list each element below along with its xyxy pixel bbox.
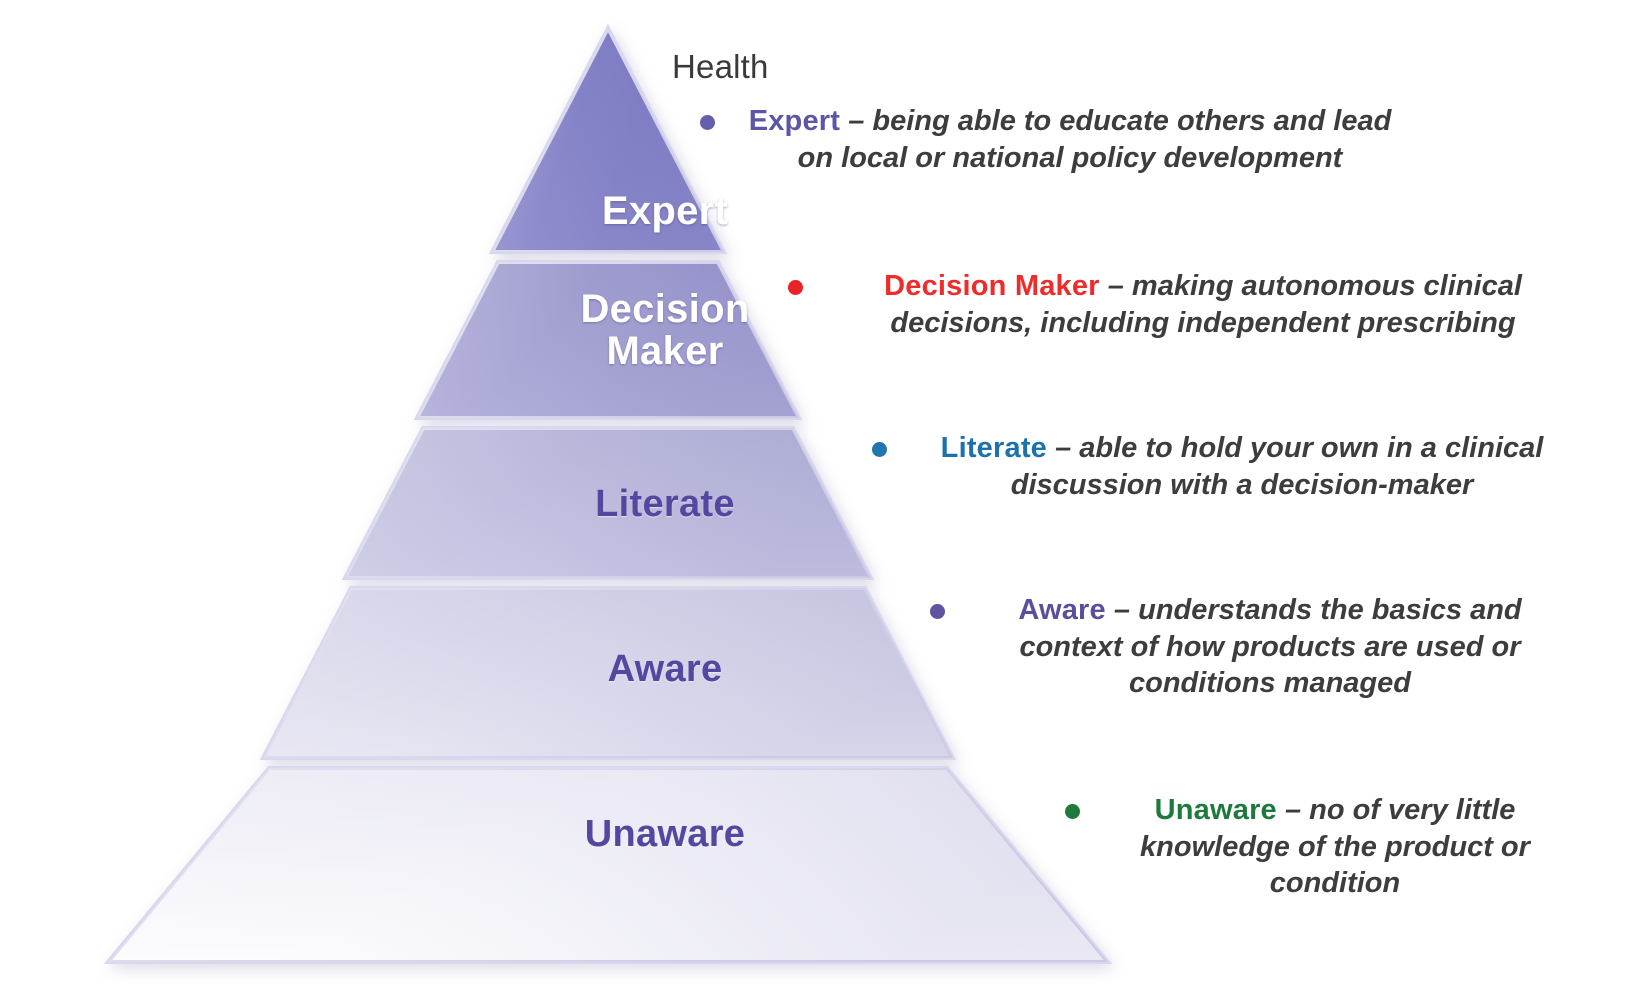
bullet-icon-decision-maker bbox=[788, 280, 803, 295]
note-expert-dash: – bbox=[840, 105, 873, 137]
pyramid-tier-expert bbox=[488, 23, 728, 254]
note-expert-desc: being able to educate others and lead on… bbox=[797, 105, 1392, 174]
note-expert-term: Expert bbox=[748, 105, 841, 137]
note-unaware-term: Unaware bbox=[1154, 794, 1277, 826]
pyramid-tier-unaware bbox=[103, 766, 1113, 964]
note-literate-body: Literate – able to hold your own in a cl… bbox=[912, 430, 1572, 503]
note-unaware-dash: – bbox=[1276, 794, 1310, 826]
note-decision-maker-body: Decision Maker – making autonomous clini… bbox=[828, 268, 1578, 341]
note-aware-body: Aware – understands the basics and conte… bbox=[970, 592, 1570, 702]
note-decision-maker-term: Decision Maker bbox=[884, 270, 1100, 302]
note-unaware: Unaware – no of very little knowledge of… bbox=[1065, 792, 1565, 902]
note-expert: Expert – being able to educate others an… bbox=[700, 103, 1400, 176]
note-literate-dash: – bbox=[1047, 432, 1080, 464]
bullet-icon-expert bbox=[700, 115, 715, 130]
note-decision-maker-desc: making autonomous clinical decisions, in… bbox=[890, 270, 1522, 339]
pyramid-tier-aware bbox=[259, 586, 957, 760]
note-aware-desc: understands the basics and context of ho… bbox=[1019, 594, 1522, 700]
note-aware: Aware – understands the basics and conte… bbox=[930, 592, 1570, 702]
note-unaware-desc: no of very little knowledge of the produ… bbox=[1140, 794, 1530, 900]
note-literate-term: Literate bbox=[940, 432, 1048, 464]
bullet-icon-literate bbox=[872, 442, 887, 457]
pyramid-tier-decision-maker bbox=[413, 260, 803, 420]
note-unaware-body: Unaware – no of very little knowledge of… bbox=[1105, 792, 1565, 902]
note-expert-body: Expert – being able to educate others an… bbox=[740, 103, 1400, 176]
page-title: Health bbox=[672, 48, 769, 85]
note-decision-maker: Decision Maker – making autonomous clini… bbox=[788, 268, 1578, 341]
bullet-icon-aware bbox=[930, 604, 945, 619]
note-literate: Literate – able to hold your own in a cl… bbox=[872, 430, 1572, 503]
note-aware-dash: – bbox=[1105, 594, 1139, 626]
note-literate-desc: able to hold your own in a clinical disc… bbox=[1010, 432, 1544, 501]
pyramid-svg bbox=[103, 23, 1113, 964]
note-aware-term: Aware bbox=[1018, 594, 1106, 626]
bullet-icon-unaware bbox=[1065, 804, 1080, 819]
note-decision-maker-dash: – bbox=[1099, 270, 1132, 302]
pyramid-tier-literate bbox=[341, 426, 875, 580]
